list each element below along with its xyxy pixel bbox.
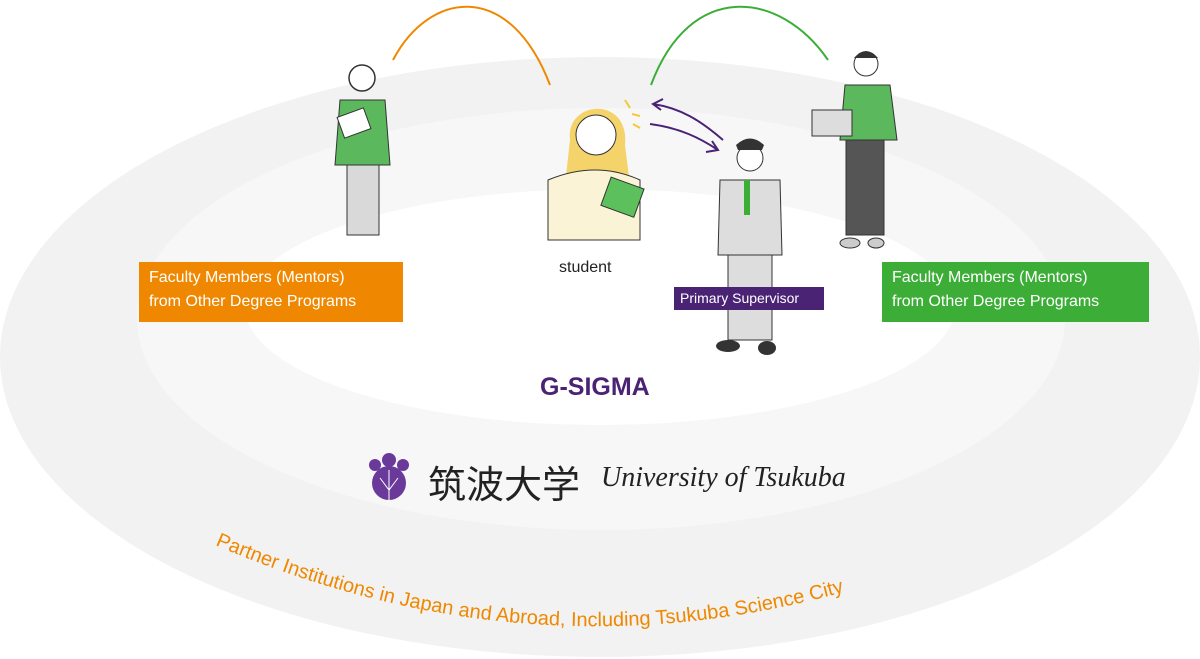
student-figure bbox=[547, 99, 645, 241]
mentor-left-label: Faculty Members (Mentors) from Other Deg… bbox=[139, 262, 403, 322]
mentor-right-label: Faculty Members (Mentors) from Other Deg… bbox=[882, 262, 1149, 322]
green-arc-arrow bbox=[650, 5, 829, 86]
university-name-jp: 筑波大学 bbox=[428, 463, 581, 507]
primary-supervisor-label: Primary Supervisor bbox=[674, 287, 824, 310]
university-crest-logo bbox=[369, 453, 409, 500]
mentor-right-line2: from Other Degree Programs bbox=[892, 293, 1100, 310]
mentor-right-figure bbox=[811, 51, 898, 249]
mentor-left-figure bbox=[334, 64, 391, 236]
mentor-right-line1: Faculty Members (Mentors) bbox=[892, 269, 1088, 286]
purple-arrow-to-student bbox=[651, 98, 724, 141]
purple-arrow-to-supervisor bbox=[649, 123, 720, 153]
mentor-left-line1: Faculty Members (Mentors) bbox=[149, 269, 345, 286]
mentor-left-line2: from Other Degree Programs bbox=[149, 293, 357, 310]
university-name-en: University of Tsukuba bbox=[601, 462, 846, 493]
student-label: student bbox=[559, 259, 612, 276]
program-name: G-SIGMA bbox=[540, 373, 650, 401]
orange-arc-arrow bbox=[392, 5, 551, 86]
